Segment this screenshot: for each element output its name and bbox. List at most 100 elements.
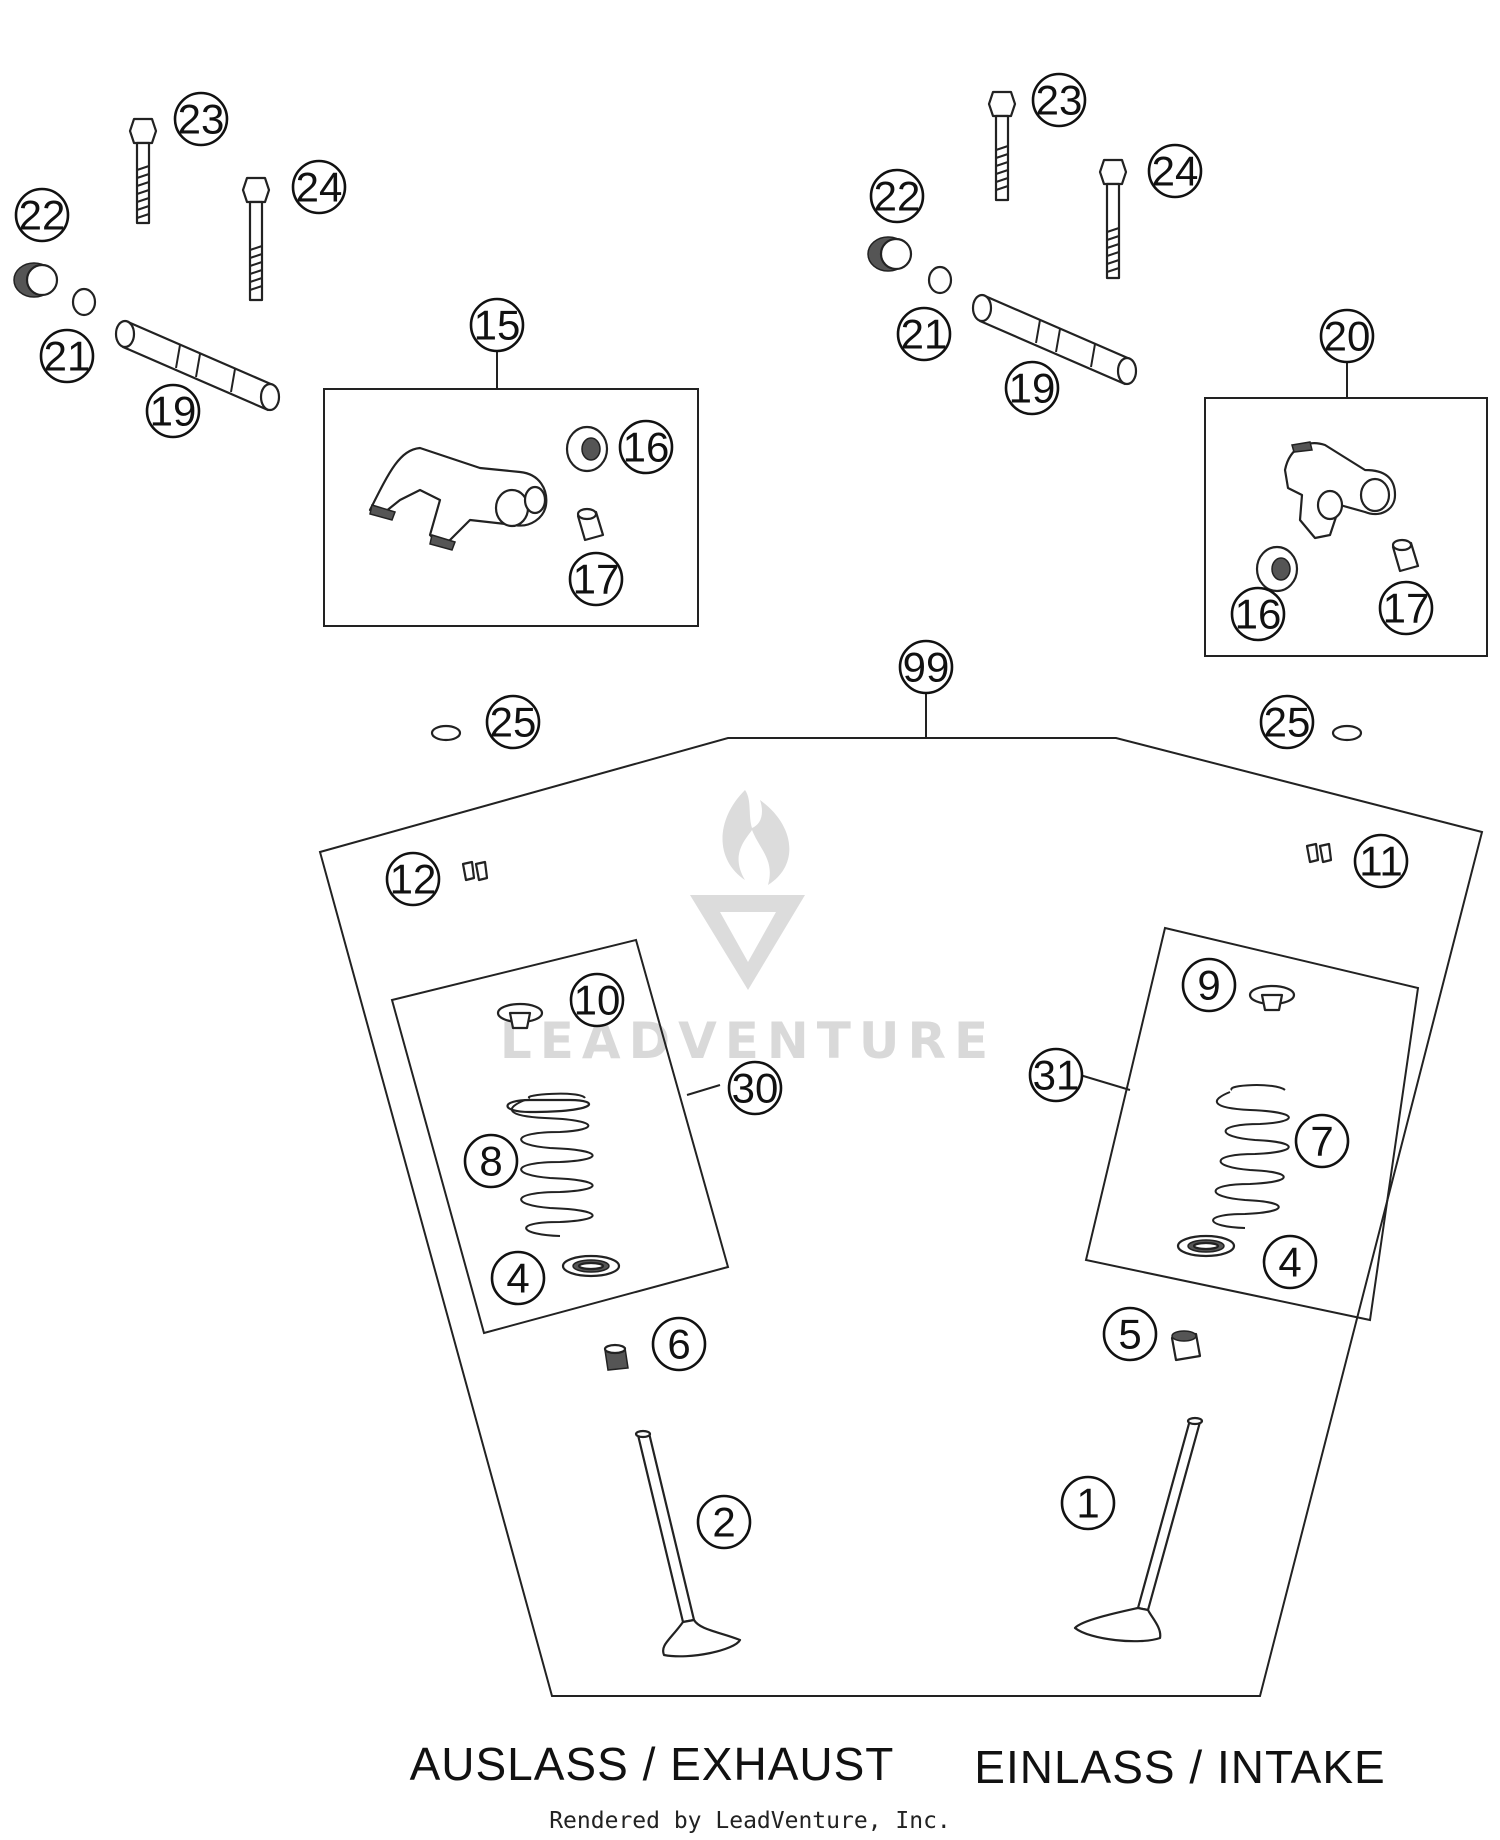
svg-text:9: 9 bbox=[1197, 962, 1220, 1009]
o-ring-21-left bbox=[71, 287, 97, 317]
svg-text:17: 17 bbox=[573, 556, 620, 603]
svg-text:19: 19 bbox=[150, 388, 197, 435]
valve-keepers-11 bbox=[1305, 842, 1333, 864]
callout-21-left: 21 bbox=[39, 328, 95, 384]
callout-21-right: 21 bbox=[896, 306, 952, 362]
rocker-shaft-19-left bbox=[114, 319, 281, 412]
spring-kit-box-30 bbox=[390, 938, 730, 1335]
bolt-23-left bbox=[128, 117, 158, 225]
svg-text:7: 7 bbox=[1310, 1118, 1333, 1165]
callout-22-left: 22 bbox=[14, 187, 70, 243]
bearing-16-left bbox=[565, 425, 609, 473]
callout-19-left: 19 bbox=[145, 383, 201, 439]
svg-text:5: 5 bbox=[1118, 1311, 1141, 1358]
svg-text:99: 99 bbox=[903, 644, 950, 691]
o-ring-21-right bbox=[927, 265, 953, 295]
svg-text:23: 23 bbox=[1036, 77, 1083, 124]
svg-text:30: 30 bbox=[732, 1065, 779, 1112]
callout-6: 6 bbox=[651, 1316, 707, 1372]
svg-text:10: 10 bbox=[574, 977, 621, 1024]
svg-text:24: 24 bbox=[296, 164, 343, 211]
callout-4-left: 4 bbox=[490, 1250, 546, 1306]
callout-22-right: 22 bbox=[869, 168, 925, 224]
callout-23-left: 23 bbox=[173, 91, 229, 147]
svg-text:21: 21 bbox=[901, 311, 948, 358]
plug-22-right bbox=[867, 236, 913, 272]
callout-16-right: 16 bbox=[1230, 586, 1286, 642]
callout-7: 7 bbox=[1294, 1113, 1350, 1169]
callout-5: 5 bbox=[1102, 1306, 1158, 1362]
valve-spring-8 bbox=[506, 1092, 594, 1237]
svg-text:22: 22 bbox=[19, 192, 66, 239]
svg-text:31: 31 bbox=[1033, 1052, 1080, 1099]
callout-9: 9 bbox=[1181, 957, 1237, 1013]
valve-stem-seal-6 bbox=[603, 1343, 629, 1371]
callout-24-right: 24 bbox=[1147, 143, 1203, 199]
bolt-24-right bbox=[1098, 158, 1128, 280]
callout-2: 2 bbox=[696, 1494, 752, 1550]
callout-16-left: 16 bbox=[618, 419, 674, 475]
spring-seat-4-right bbox=[1176, 1234, 1236, 1258]
callout-23-right: 23 bbox=[1031, 72, 1087, 128]
svg-text:22: 22 bbox=[874, 173, 921, 220]
svg-text:16: 16 bbox=[1235, 591, 1282, 638]
spring-seat-4-left bbox=[561, 1254, 621, 1278]
callout-25-right: 25 bbox=[1259, 694, 1315, 750]
callout-15: 15 bbox=[469, 297, 525, 353]
plug-22-left bbox=[13, 262, 59, 298]
valve-keepers-12 bbox=[461, 860, 489, 882]
callout-17-right: 17 bbox=[1378, 580, 1434, 636]
callout-24-left: 24 bbox=[291, 159, 347, 215]
svg-text:1: 1 bbox=[1076, 1480, 1099, 1527]
callout-25-left: 25 bbox=[485, 694, 541, 750]
rocker-shaft-19-right bbox=[971, 293, 1138, 386]
exhaust-caption: AUSLASS / EXHAUST bbox=[410, 1738, 895, 1790]
svg-text:8: 8 bbox=[479, 1138, 502, 1185]
svg-text:4: 4 bbox=[506, 1255, 529, 1302]
valve-kit-outline-99 bbox=[318, 737, 1484, 1697]
callout-12: 12 bbox=[385, 851, 441, 907]
svg-text:6: 6 bbox=[667, 1321, 690, 1368]
footer-credit: Rendered by LeadVenture, Inc. bbox=[549, 1808, 951, 1834]
rocker-arm-20 bbox=[1283, 441, 1397, 540]
svg-text:4: 4 bbox=[1278, 1239, 1301, 1286]
svg-text:21: 21 bbox=[44, 333, 91, 380]
svg-text:15: 15 bbox=[474, 302, 521, 349]
svg-text:24: 24 bbox=[1152, 148, 1199, 195]
callout-19-right: 19 bbox=[1004, 360, 1060, 416]
valve-spring-7 bbox=[1212, 1084, 1290, 1229]
pin-17-right bbox=[1391, 538, 1420, 573]
svg-text:2: 2 bbox=[712, 1499, 735, 1546]
callout-10: 10 bbox=[569, 972, 625, 1028]
valve-stem-seal-5 bbox=[1170, 1330, 1202, 1362]
svg-text:19: 19 bbox=[1009, 365, 1056, 412]
svg-text:25: 25 bbox=[490, 699, 537, 746]
svg-text:16: 16 bbox=[623, 424, 670, 471]
callout-20: 20 bbox=[1319, 308, 1375, 364]
intake-valve-1 bbox=[1073, 1416, 1204, 1643]
shim-25-left bbox=[430, 724, 462, 742]
spring-retainer-10 bbox=[496, 1002, 544, 1030]
callout-1: 1 bbox=[1060, 1475, 1116, 1531]
spring-retainer-9 bbox=[1248, 984, 1296, 1012]
svg-text:17: 17 bbox=[1383, 585, 1430, 632]
svg-text:23: 23 bbox=[178, 96, 225, 143]
shim-25-right bbox=[1331, 724, 1363, 742]
rocker-arm-kit-box-15 bbox=[323, 388, 699, 627]
callout-31: 31 bbox=[1028, 1047, 1084, 1103]
callout-30: 30 bbox=[727, 1060, 783, 1116]
svg-text:11: 11 bbox=[1359, 838, 1403, 885]
callout-11: 11 bbox=[1353, 833, 1409, 889]
spring-kit-box-31 bbox=[1084, 926, 1420, 1322]
callout-99: 99 bbox=[898, 639, 954, 695]
pin-17-left bbox=[576, 507, 605, 542]
bearing-16-right bbox=[1255, 545, 1299, 593]
svg-text:20: 20 bbox=[1324, 313, 1371, 360]
svg-text:25: 25 bbox=[1264, 699, 1311, 746]
exhaust-valve-2 bbox=[634, 1429, 742, 1658]
rocker-arm-15 bbox=[368, 446, 548, 551]
leadventure-watermark: LEADVENTURE bbox=[500, 790, 988, 1070]
intake-caption: EINLASS / INTAKE bbox=[974, 1741, 1385, 1793]
callout-17-left: 17 bbox=[568, 551, 624, 607]
